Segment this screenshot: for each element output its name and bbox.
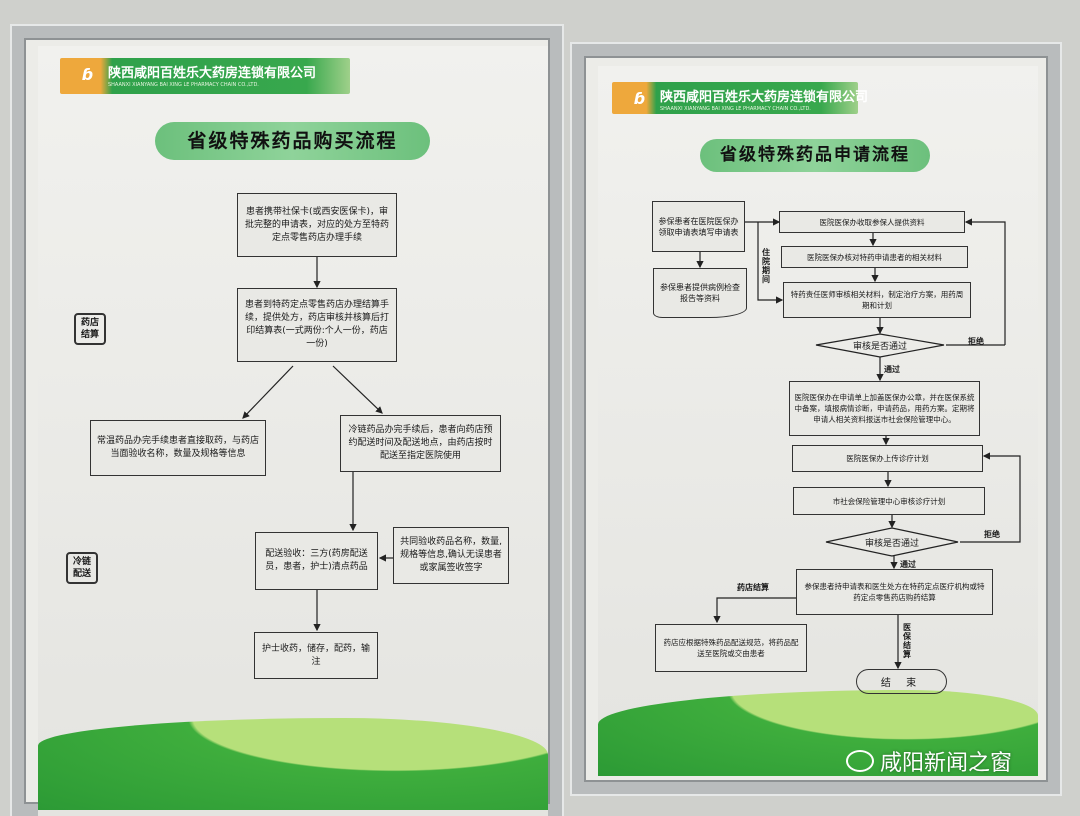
side-label-pharmacy-settle: 药店结算 xyxy=(74,313,106,345)
label-inpatient: 住院期间 xyxy=(762,248,770,284)
step-normal-temp: 常温药品办完手续患者直接取药，与药店当面验收名称，数量及规格等信息 xyxy=(90,420,266,476)
step-doctor: 特药责任医师审核相关材料，制定治疗方案，用药周期和计划 xyxy=(783,282,971,318)
watermark: 咸阳新闻之窗 xyxy=(846,745,1012,777)
step-joint-check: 共同验收药品名称，数量,规格等信息,确认无误患者或家属签收签字 xyxy=(393,527,509,584)
label-reject-2: 拒绝 xyxy=(984,530,1000,539)
step-verify: 医院医保办核对特药申请患者的相关材料 xyxy=(781,246,968,268)
label-reject-1: 拒绝 xyxy=(968,337,984,346)
company-name-en: SHAANXI XIANYANG BAI XING LE PHARMACY CH… xyxy=(108,82,259,88)
label-pass-1: 通过 xyxy=(884,365,900,374)
label-pharmacy-settle: 药店结算 xyxy=(737,583,769,592)
right-poster-title: 省级特殊药品申请流程 xyxy=(700,139,930,172)
step-delivery-check: 配送验收：三方(药房配送员，患者，护士)清点药品 xyxy=(255,532,378,590)
step-cold-chain: 冷链药品办完手续后，患者向药店预约配送时间及配送地点，由药店按时配送至指定医院使… xyxy=(340,415,501,472)
step-apply: 参保患者在医院医保办领取申请表填写申请表 xyxy=(652,201,745,252)
step-nurse: 护士收药，储存，配药，输注 xyxy=(254,632,378,679)
logo-mark-icon: ɓ xyxy=(82,65,94,84)
watermark-text: 咸阳新闻之窗 xyxy=(880,751,1013,776)
step-report-document: 参保患者提供病例检查报告等资料 xyxy=(653,268,747,318)
company-name-en: SHAANXI XIANYANG BAI XING LE PHARMACY CH… xyxy=(660,106,811,112)
logo-mark-icon: ɓ xyxy=(634,89,646,108)
step-collect: 医院医保办收取参保人提供资料 xyxy=(779,211,965,233)
step-bring-card: 患者携带社保卡(或西安医保卡)，审批完整的申请表，对应的处方至特药定点零售药店办… xyxy=(237,193,397,257)
step-stamp: 医院医保办在申请单上加盖医保办公章，并在医保系统中备案，填报病情诊断，申请药品，… xyxy=(789,381,980,436)
step-upload: 医院医保办上传诊疗计划 xyxy=(792,445,983,472)
wechat-icon xyxy=(846,750,874,772)
right-green-wave xyxy=(598,690,1038,776)
end-terminal: 结 束 xyxy=(856,669,947,694)
step-deliver: 药店应根据特殊药品配送规范，将药品配送至医院或交由患者 xyxy=(655,624,807,672)
left-green-wave xyxy=(38,718,548,810)
left-poster-title: 省级特殊药品购买流程 xyxy=(155,122,430,160)
step-settle: 参保患者持申请表和医生处方在特药定点医疗机构或特药定点零售药店购药结算 xyxy=(796,569,993,615)
side-label-cold-chain: 冷链配送 xyxy=(66,552,98,584)
step-center: 市社会保险管理中心审核诊疗计划 xyxy=(793,487,985,515)
company-name: 陕西咸阳百姓乐大药房连锁有限公司 xyxy=(108,66,317,81)
company-name: 陕西咸阳百姓乐大药房连锁有限公司 xyxy=(660,90,869,105)
label-insurance-settle: 医保结算 xyxy=(903,623,911,659)
decision-1: 审核是否通过 xyxy=(852,342,907,352)
label-pass-2: 通过 xyxy=(900,560,916,569)
decision-2: 审核是否通过 xyxy=(864,538,919,549)
step-pharmacy-settle: 患者到特药定点零售药店办理结算手续，提供处方，药店审核并核算后打印结算表(一式两… xyxy=(237,288,397,362)
